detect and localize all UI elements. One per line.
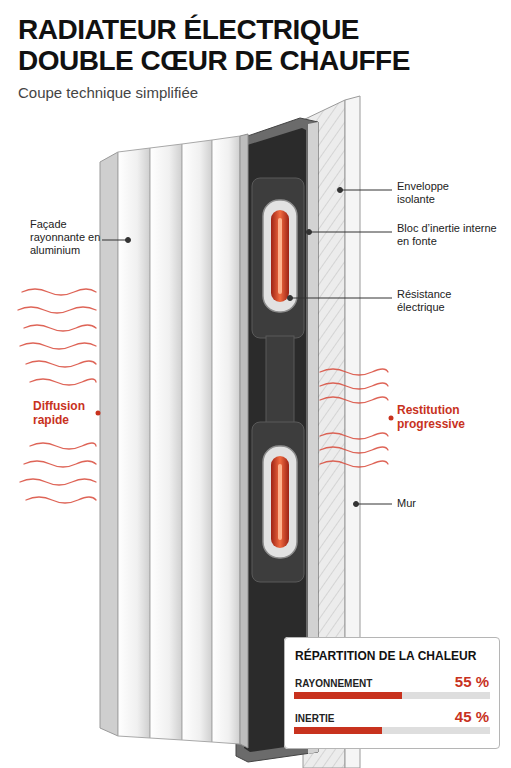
effect-label: Restitution progressive xyxy=(397,403,487,431)
bar-fill xyxy=(294,727,382,734)
percentage: 55 % xyxy=(455,673,489,690)
bar-track xyxy=(294,727,490,734)
part-label: Bloc d’inertie interne en fonte xyxy=(397,222,501,248)
diagram-title: RADIATEUR ÉLECTRIQUE DOUBLE CŒUR DE CHAU… xyxy=(18,14,458,76)
part-label: Mur xyxy=(397,497,457,510)
heating-element xyxy=(263,200,297,312)
panel-heading: RÉPARTITION DE LA CHALEUR xyxy=(295,649,476,663)
subtitle: Coupe technique simplifiée xyxy=(18,84,318,102)
leader-lines xyxy=(102,188,392,507)
bar-label: RAYONNEMENT xyxy=(295,678,372,690)
part-label: Enveloppe isolante xyxy=(397,180,469,206)
legend-panel: RÉPARTITION DE LA CHALEUR RAYONNEMENT 55 %… xyxy=(284,637,500,749)
heat-waves xyxy=(18,289,96,503)
cast-iron-block xyxy=(252,178,304,338)
bar-track xyxy=(294,692,490,699)
cast-iron-block xyxy=(252,422,304,582)
effect-label: Diffusion rapide xyxy=(33,399,95,427)
heating-element xyxy=(263,446,297,558)
bar-fill xyxy=(294,692,402,699)
heat-waves xyxy=(320,369,388,467)
callout-dot xyxy=(96,411,101,416)
part-label: Façade rayonnante en aluminium xyxy=(30,218,102,257)
callout-dot xyxy=(389,416,394,421)
aluminium-facade xyxy=(100,134,248,748)
part-label: Résistance électrique xyxy=(397,288,477,314)
percentage: 45 % xyxy=(455,708,489,725)
cast-iron-block xyxy=(266,336,294,424)
panel-ground xyxy=(284,637,500,749)
bar-label: INERTIE xyxy=(295,713,334,725)
